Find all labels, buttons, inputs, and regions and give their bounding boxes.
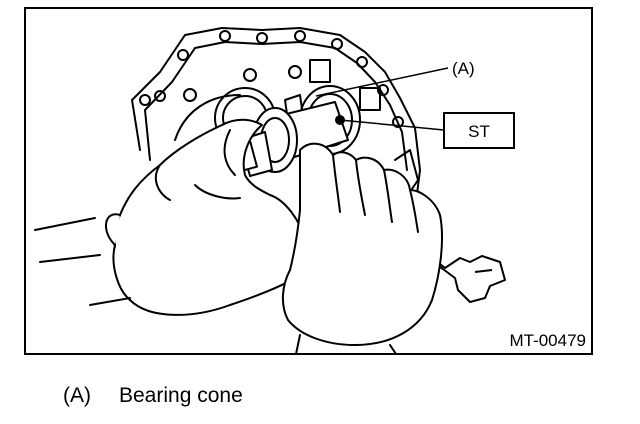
callout-a-leader: [315, 67, 449, 97]
gloved-hand-drawing: [34, 118, 443, 355]
callout-a: (A): [315, 59, 475, 97]
figure-frame: [24, 7, 593, 355]
callout-st: ST: [339, 112, 515, 149]
callout-a-label: (A): [452, 59, 475, 78]
legend-key: (A): [63, 384, 91, 407]
legend: (A) Bearing cone: [63, 384, 243, 408]
legend-text: Bearing cone: [119, 384, 243, 407]
callout-st-box: [443, 112, 515, 149]
callout-st-leader: [339, 119, 445, 131]
special-tool-drawing: [228, 101, 349, 177]
wrench-drawing: [409, 239, 506, 303]
callout-st-label: ST: [468, 122, 490, 141]
figure-id: MT-00479: [509, 331, 586, 350]
